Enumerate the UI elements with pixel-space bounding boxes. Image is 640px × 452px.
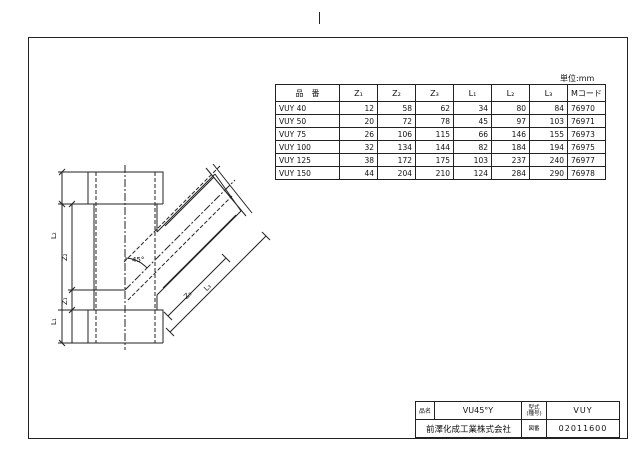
dimension-cell: 290 [529, 166, 568, 180]
model-value: VUY [546, 401, 620, 420]
label-l1: L₁ [50, 318, 58, 325]
label-z1: Z₁ [61, 297, 69, 305]
main-pipe-inner [95, 172, 156, 343]
m-code-cell: 76978 [567, 166, 606, 180]
label-l3: L₃ [202, 282, 213, 293]
label-l2: L₂ [50, 232, 58, 239]
branch-inner [123, 165, 233, 301]
drawing-number-label: 図番 [521, 419, 547, 438]
drawing-frame [28, 37, 628, 439]
dimension-cell: 284 [491, 166, 530, 180]
name-label: 品名 [415, 401, 435, 420]
dimension-cell: 124 [453, 166, 492, 180]
angle-arc [124, 257, 148, 269]
top-center-mark [319, 12, 320, 24]
name-value: VU45°Y [434, 401, 522, 420]
unit-label: 単位:mm [560, 74, 595, 83]
part-number-cell: VUY 150 [275, 166, 340, 180]
centerline-branch [124, 179, 236, 291]
dimension-cell: 210 [415, 166, 454, 180]
dim-ticks [58, 168, 76, 347]
label-z3: Z₃ [182, 290, 193, 301]
dim-l3-line [165, 231, 271, 337]
model-label: 型式(種号) [521, 401, 547, 420]
title-block: 品名 VU45°Y 型式(種号) VUY 前澤化成工業株式会社 図番 02011… [415, 401, 620, 438]
dim-z3-line [163, 253, 231, 321]
branch-pipe-outline [156, 163, 253, 296]
company-name: 前澤化成工業株式会社 [415, 419, 522, 438]
branch-pipe-walls [162, 176, 237, 289]
drawing-number-value: 02011600 [546, 419, 620, 438]
label-angle: 45° [132, 256, 144, 264]
dim-left-lines [58, 171, 125, 344]
label-z2: Z₂ [61, 253, 69, 261]
